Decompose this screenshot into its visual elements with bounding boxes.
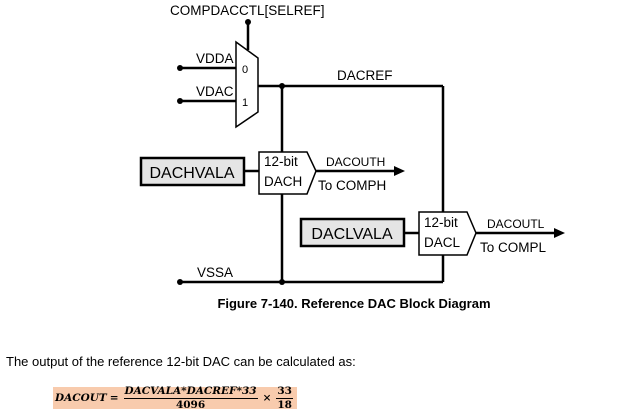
dacouth-label: DACOUTH — [326, 155, 385, 169]
dachvala-label: DACHVALA — [149, 165, 234, 182]
figure-caption: Figure 7-140. Reference DAC Block Diagra… — [217, 296, 490, 311]
dachvala-register — [139, 156, 246, 187]
dacoutl-label: DACOUTL — [487, 217, 545, 231]
vdda-label: VDDA — [196, 51, 234, 66]
dach-line2: DACH — [264, 174, 302, 189]
description-text: The output of the reference 12-bit DAC c… — [6, 354, 356, 369]
formula-ratio-numerator: 33 — [276, 385, 293, 399]
formula-ratio-denominator: 18 — [277, 398, 292, 411]
formula-numerator: DACVALA*DACREF*33 — [123, 385, 258, 399]
formula-main-fraction: DACVALA*DACREF*33 4096 — [123, 385, 258, 411]
dacl-line2: DACL — [424, 235, 461, 250]
reference-mux — [235, 40, 259, 129]
formula-denominator: 4096 — [175, 398, 206, 411]
mux-sel-0: 0 — [242, 64, 248, 76]
formula-equals: = — [109, 392, 119, 404]
vssa-junction — [279, 279, 285, 285]
formula-ratio-fraction: 33 18 — [276, 386, 293, 410]
formula-times: × — [262, 392, 272, 404]
formula-lhs: DACOUT — [55, 392, 107, 404]
to-compl-label: To COMPL — [480, 240, 547, 255]
dacout-formula: DACOUT = DACVALA*DACREF*33 4096 × 33 18 — [53, 385, 297, 411]
dach-block — [258, 151, 317, 195]
dacl-line1: 12-bit — [424, 215, 458, 230]
daclvala-label: DACLVALA — [311, 226, 393, 243]
dacouth-arrowhead — [394, 166, 405, 176]
dach-line1: 12-bit — [264, 154, 298, 169]
dacl-block — [418, 211, 477, 256]
to-comph-label: To COMPH — [318, 178, 386, 193]
mux-sel-1: 1 — [242, 97, 248, 109]
dacref-label: DACREF — [337, 68, 393, 83]
vdac-label: VDAC — [196, 84, 234, 99]
dacoutl-arrowhead — [554, 228, 565, 238]
mux-control-label: COMPDACCTL[SELREF] — [170, 3, 325, 18]
vssa-label: VSSA — [197, 265, 233, 280]
